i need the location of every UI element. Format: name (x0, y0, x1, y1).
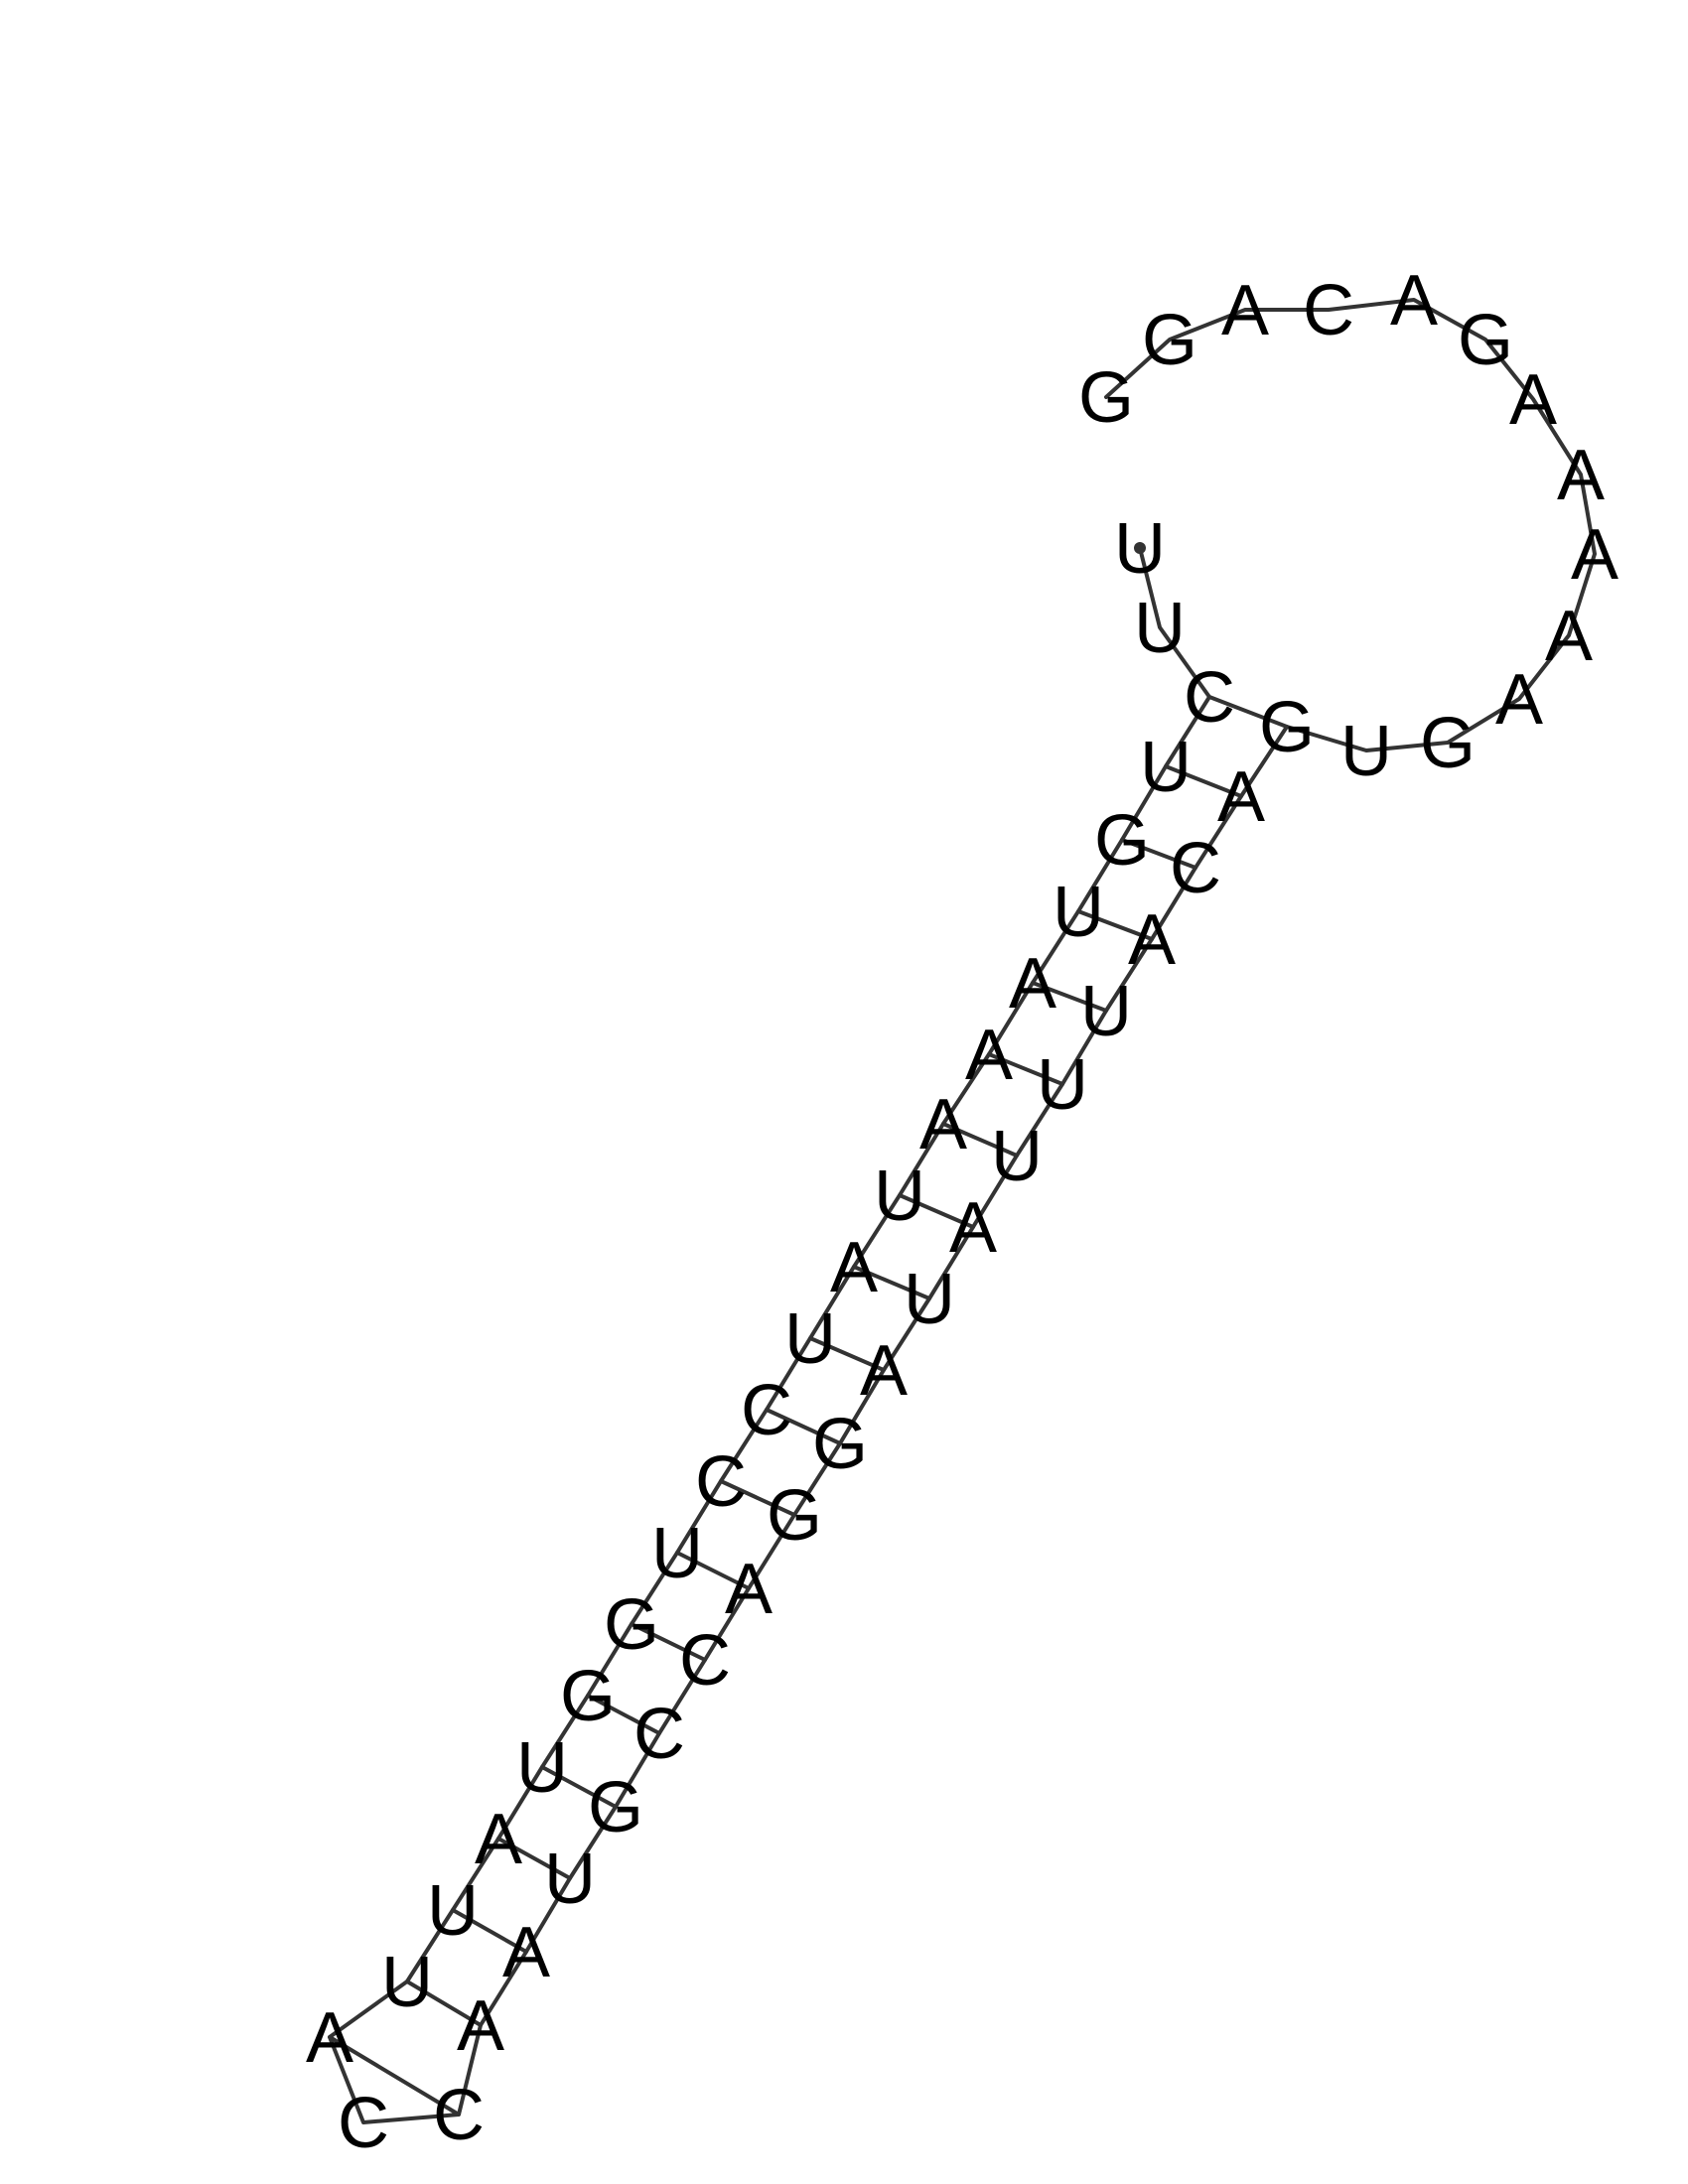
nucleotide-label: G (1094, 801, 1150, 881)
base-pair-line (328, 2035, 461, 2116)
nucleotide-label: U (874, 1157, 925, 1236)
nucleotide-label: G (1420, 704, 1476, 783)
nucleotide-label: U (1140, 728, 1192, 807)
nucleotide-label: U (381, 1943, 433, 2022)
base-pair-line (765, 1408, 842, 1445)
nucleotide-label: A (1557, 436, 1605, 515)
nucleotide-label: C (433, 2076, 485, 2155)
nucleotide-label: U (516, 1728, 568, 1808)
nucleotide-label: U (1037, 1045, 1088, 1125)
base-pair-line (675, 1551, 751, 1590)
nucleotide-label: G (588, 1768, 643, 1847)
nucleotide-label: A (725, 1550, 773, 1629)
nucleotide-label: A (965, 1016, 1013, 1095)
nucleotide-label: A (1509, 360, 1557, 440)
nucleotide-label: C (633, 1695, 685, 1774)
base-pair-line (451, 1908, 528, 1954)
nucleotide-label: G (1142, 301, 1197, 380)
base-pair-line (1207, 695, 1289, 729)
nucleotide-label: G (1259, 688, 1315, 767)
base-pair-line (852, 1265, 931, 1300)
nucleotide-label: G (1458, 301, 1513, 380)
nucleotide-label: C (338, 2084, 389, 2163)
nucleotide-label: A (1545, 597, 1593, 676)
base-pair-line (586, 1694, 661, 1735)
nucleotide-label: G (767, 1476, 822, 1556)
nucleotide-label: C (741, 1371, 792, 1450)
nucleotide-label: C (679, 1621, 731, 1701)
nucleotide-label: U (427, 1871, 479, 1951)
nucleotide-label: U (904, 1260, 955, 1339)
base-pair-line (1076, 909, 1154, 941)
nucleotide-label: A (830, 1228, 878, 1307)
nucleotide-label: G (604, 1585, 659, 1665)
base-pair-line (630, 1622, 707, 1662)
nucleotide-label: A (1009, 944, 1056, 1024)
nucleotide-label: A (1571, 515, 1618, 595)
base-pair-line (987, 1052, 1064, 1086)
nucleotide-label: A (502, 1913, 550, 1992)
nucleotide-label: U (544, 1840, 596, 1919)
base-pair-line (808, 1336, 886, 1372)
nucleotide-label: C (1303, 271, 1354, 350)
nucleotide-label: G (1078, 358, 1134, 438)
nucleotide-label: A (860, 1331, 908, 1411)
nucleotide-label: U (1134, 589, 1186, 668)
base-pair-line (540, 1765, 618, 1809)
nucleotide-label: G (812, 1405, 868, 1484)
nucleotide-label: C (1184, 658, 1235, 738)
five-prime-start-marker (1134, 542, 1146, 554)
base-pair-line (719, 1479, 796, 1517)
nucleotide-label: A (1390, 261, 1438, 341)
base-pair-line (898, 1193, 975, 1229)
nucleotide-label: C (695, 1442, 747, 1522)
nucleotide-label: A (306, 1998, 353, 2078)
nucleotide-label: A (475, 1800, 522, 1879)
base-pair-lines (328, 695, 1289, 2116)
nucleotide-label: C (1170, 829, 1221, 908)
nucleotide-label: A (949, 1188, 997, 1268)
nucleotide-label: U (651, 1514, 703, 1593)
nucleotide-label: U (991, 1117, 1043, 1196)
nucleotide-label: U (1340, 712, 1392, 791)
base-pair-line (941, 1122, 1019, 1158)
nucleotide-label: A (1495, 660, 1543, 740)
base-pair-line (1120, 838, 1197, 870)
nucleotide-label: U (1114, 509, 1166, 589)
nucleotide-label: A (1221, 271, 1269, 350)
nucleotide-label: A (919, 1085, 967, 1164)
nucleotide-label: U (784, 1299, 836, 1379)
base-pair-line (1031, 981, 1108, 1013)
backbone-line (328, 298, 1597, 2124)
nucleotide-label: A (457, 1986, 504, 2066)
base-pair-line (405, 1979, 483, 2027)
base-pair-line (1164, 764, 1243, 798)
nucleotide-label: A (1128, 900, 1176, 980)
nucleotide-label: U (1080, 972, 1132, 1051)
base-pair-line (496, 1837, 572, 1880)
nucleotide-label: G (560, 1657, 616, 1736)
nucleotide-label: U (1053, 873, 1104, 952)
nucleotide-label: A (1217, 757, 1265, 837)
